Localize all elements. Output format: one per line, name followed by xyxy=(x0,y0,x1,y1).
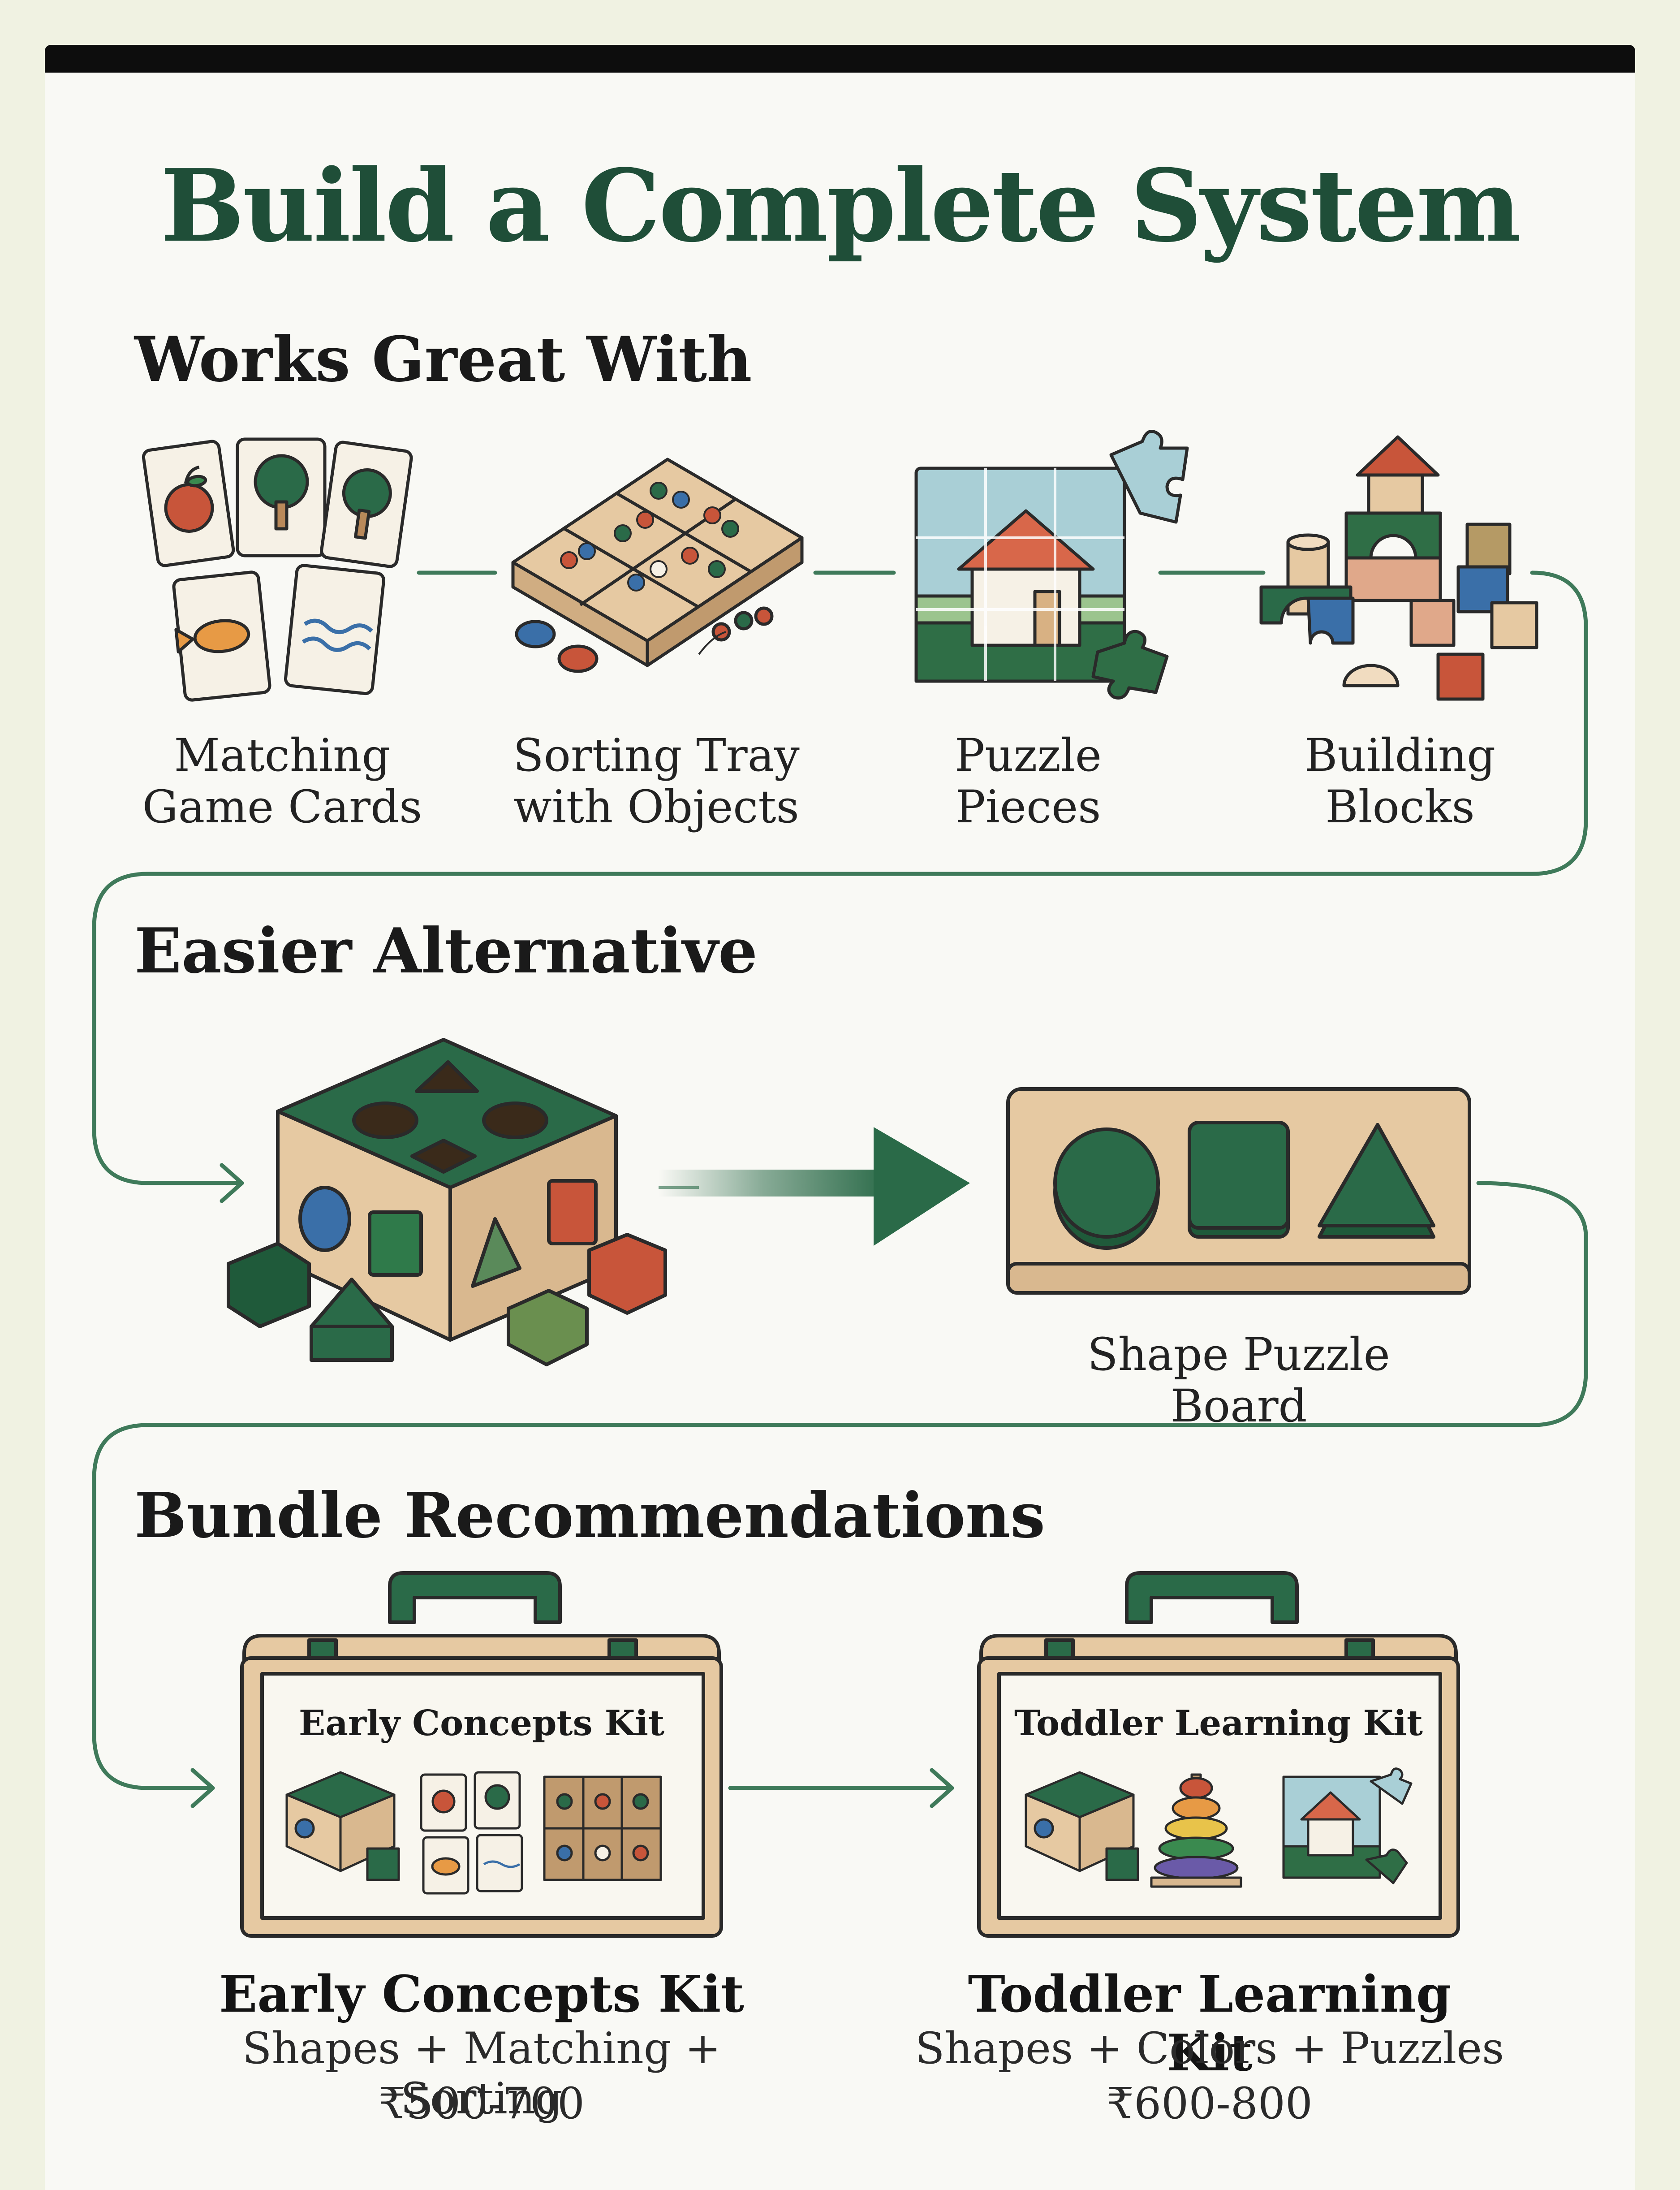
top-bar xyxy=(45,45,1635,73)
kit-case-title-early-concepts: Early Concepts Kit xyxy=(298,1703,665,1744)
transition-arrow-icon xyxy=(659,1127,970,1246)
shape-puzzle-board-icon xyxy=(1006,1087,1471,1295)
works-great-with-heading: Works Great With xyxy=(134,323,752,396)
kit-contents-toddler-learning: Shapes + Colors + Puzzles xyxy=(915,2023,1504,2073)
kit-name-toddler-learning: Toddler Learning Kit xyxy=(968,1965,1452,2082)
easier-alternative-heading: Easier Alternative xyxy=(134,914,758,987)
matching-cards-icon xyxy=(142,437,413,702)
page-title: Build a Complete System xyxy=(160,148,1521,264)
kit-contents-early-concepts: Shapes + Matching + Sorting xyxy=(242,2023,721,2124)
kit-price-early-concepts: ₹500-700 xyxy=(379,2078,585,2129)
puzzle-icon xyxy=(914,430,1189,700)
shape-puzzle-board-label: Shape Puzzle Board xyxy=(1087,1328,1390,1432)
kit-case-title-toddler-learning: Toddler Learning Kit xyxy=(1014,1703,1423,1744)
kit-price-toddler-learning: ₹600-800 xyxy=(1107,2078,1313,2129)
flow-connectors xyxy=(92,570,1588,1808)
kit-case-icon xyxy=(977,1571,1460,1938)
kit-case-icon xyxy=(240,1571,723,1938)
kit-name-early-concepts: Early Concepts Kit xyxy=(219,1965,744,2024)
sorting-tray-icon xyxy=(511,458,804,673)
shape-sorter-icon xyxy=(227,1038,667,1366)
bundle-recommendations-heading: Bundle Recommendations xyxy=(134,1479,1045,1552)
building-blocks-icon xyxy=(1259,435,1538,701)
